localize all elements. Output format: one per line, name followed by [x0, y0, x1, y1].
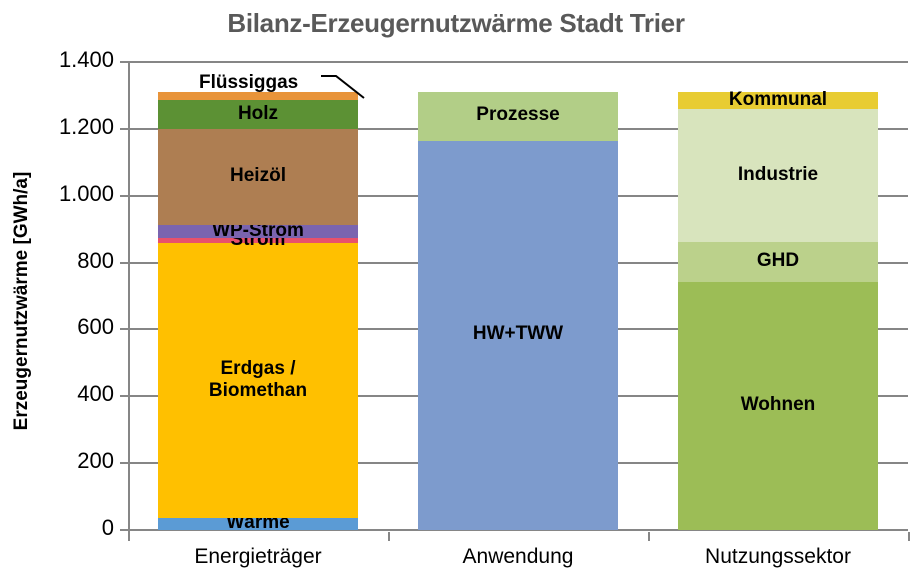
x-tick-mark: [908, 532, 910, 541]
bar-segment-prozesse[interactable]: [418, 92, 618, 141]
y-tick-label: 200: [77, 448, 114, 474]
y-tick-mark: [120, 194, 128, 197]
y-tick-mark: [120, 529, 128, 531]
bar-segment-holz[interactable]: [158, 100, 358, 130]
bar-segment-w-rme[interactable]: [158, 517, 358, 530]
annotation-fluessiggas-leader-line: [321, 75, 365, 99]
y-axis-line: [128, 62, 130, 532]
y-tick-label: 1.000: [58, 180, 114, 206]
bar-segment-strom[interactable]: [158, 238, 358, 244]
bar-segment-industrie[interactable]: [678, 109, 878, 243]
y-tick-mark: [120, 395, 128, 398]
x-tick-mark: [388, 532, 390, 541]
y-tick-mark: [120, 61, 128, 63]
bar-segment-heiz-l[interactable]: [158, 129, 358, 226]
x-axis-label-energieträger: Energieträger: [194, 545, 322, 568]
bar-segment-hw-tww[interactable]: [418, 140, 618, 530]
bar-segment-ghd[interactable]: [678, 242, 878, 282]
x-tick-mark: [648, 532, 650, 541]
gridline-0: [128, 529, 908, 531]
y-tick-label: 0: [101, 515, 114, 540]
y-tick-label: 400: [77, 381, 114, 407]
bar-segment-kommunal[interactable]: [678, 92, 878, 110]
bar-segment-wp-strom[interactable]: [158, 225, 358, 239]
bar-segment-fl-ssiggas[interactable]: [158, 92, 358, 101]
bar-segment-erdgas-biomethan[interactable]: [158, 243, 358, 518]
bar-segment-wohnen[interactable]: [678, 281, 878, 530]
x-tick-mark: [128, 532, 130, 541]
y-tick-mark: [120, 127, 128, 130]
y-tick-mark: [120, 328, 128, 331]
annotation-fluessiggas-label: Flüssiggas: [199, 72, 299, 93]
y-tick-label: 1.400: [58, 47, 114, 72]
y-tick-mark: [120, 462, 128, 465]
gridline-1400: [128, 61, 908, 63]
y-tick-mark: [120, 261, 128, 264]
x-axis-label-nutzungssektor: Nutzungssektor: [705, 545, 851, 568]
y-tick-label: 800: [77, 247, 114, 273]
y-tick-label: 600: [77, 314, 114, 340]
x-axis-label-anwendung: Anwendung: [462, 545, 574, 568]
chart-title: Bilanz-Erzeugernutzwärme Stadt Trier: [227, 8, 685, 38]
y-tick-label: 1.200: [58, 113, 114, 139]
